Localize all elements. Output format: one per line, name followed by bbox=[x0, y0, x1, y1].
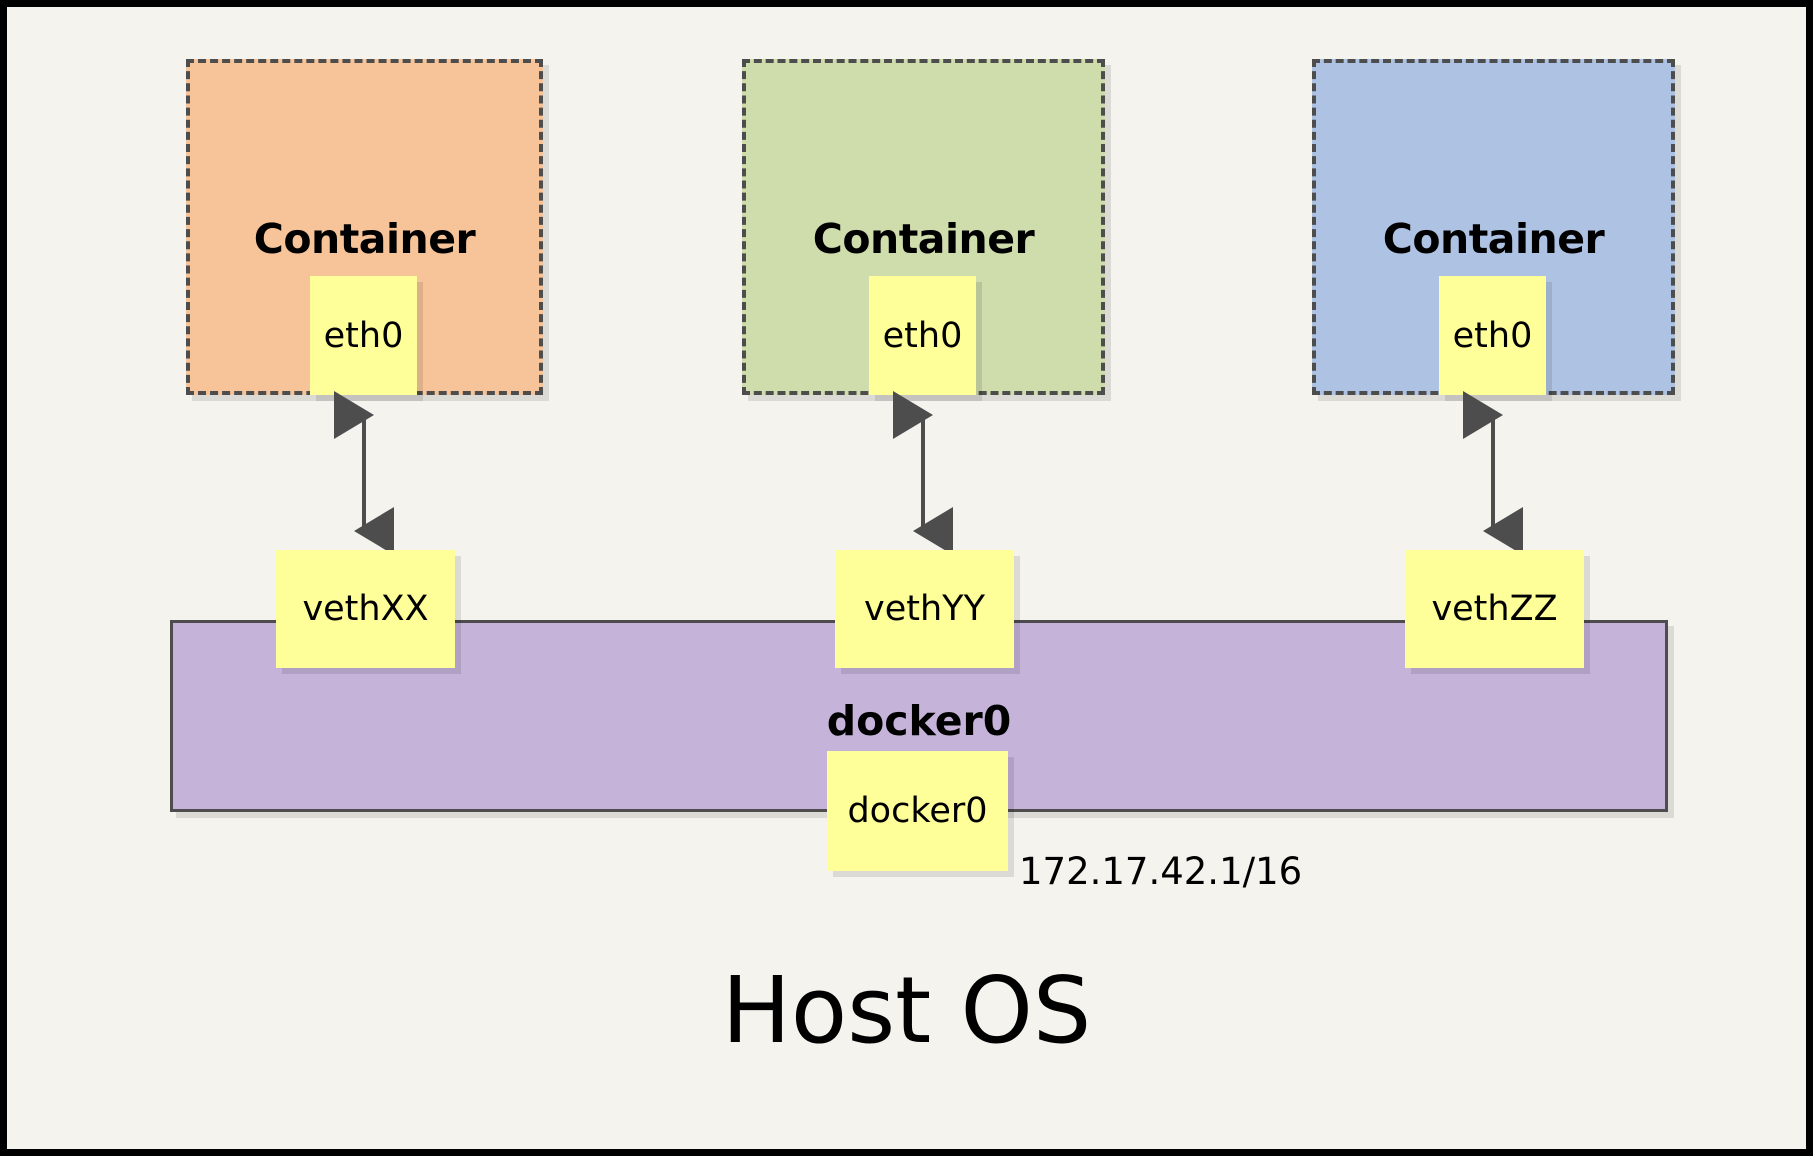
veth-box-2: vethYY bbox=[835, 550, 1014, 668]
eth0-label-3: eth0 bbox=[1452, 315, 1533, 356]
veth-box-3: vethZZ bbox=[1405, 550, 1584, 668]
docker0-interface-label: docker0 bbox=[847, 791, 988, 831]
veth-label-2: vethYY bbox=[864, 589, 985, 629]
veth-label-3: vethZZ bbox=[1431, 589, 1558, 629]
eth0-box-3: eth0 bbox=[1439, 276, 1546, 395]
container-title-3: Container bbox=[1382, 215, 1605, 263]
veth-link-arrow-1 bbox=[334, 391, 394, 555]
docker0-ip-address: 172.17.42.1/16 bbox=[1019, 850, 1303, 893]
eth0-box-2: eth0 bbox=[869, 276, 976, 395]
eth0-label-1: eth0 bbox=[323, 315, 404, 356]
veth-label-1: vethXX bbox=[302, 589, 429, 629]
veth-link-arrow-2 bbox=[893, 391, 953, 555]
eth0-box-1: eth0 bbox=[310, 276, 417, 395]
docker0-bridge-label: docker0 bbox=[826, 697, 1012, 745]
container-title-2: Container bbox=[812, 215, 1035, 263]
host-os-label: Host OS bbox=[721, 957, 1092, 1064]
eth0-label-2: eth0 bbox=[882, 315, 963, 356]
docker0-interface-box: docker0 bbox=[827, 751, 1008, 871]
container-title-1: Container bbox=[253, 215, 476, 263]
veth-box-1: vethXX bbox=[276, 550, 455, 668]
veth-link-arrow-3 bbox=[1463, 391, 1523, 555]
